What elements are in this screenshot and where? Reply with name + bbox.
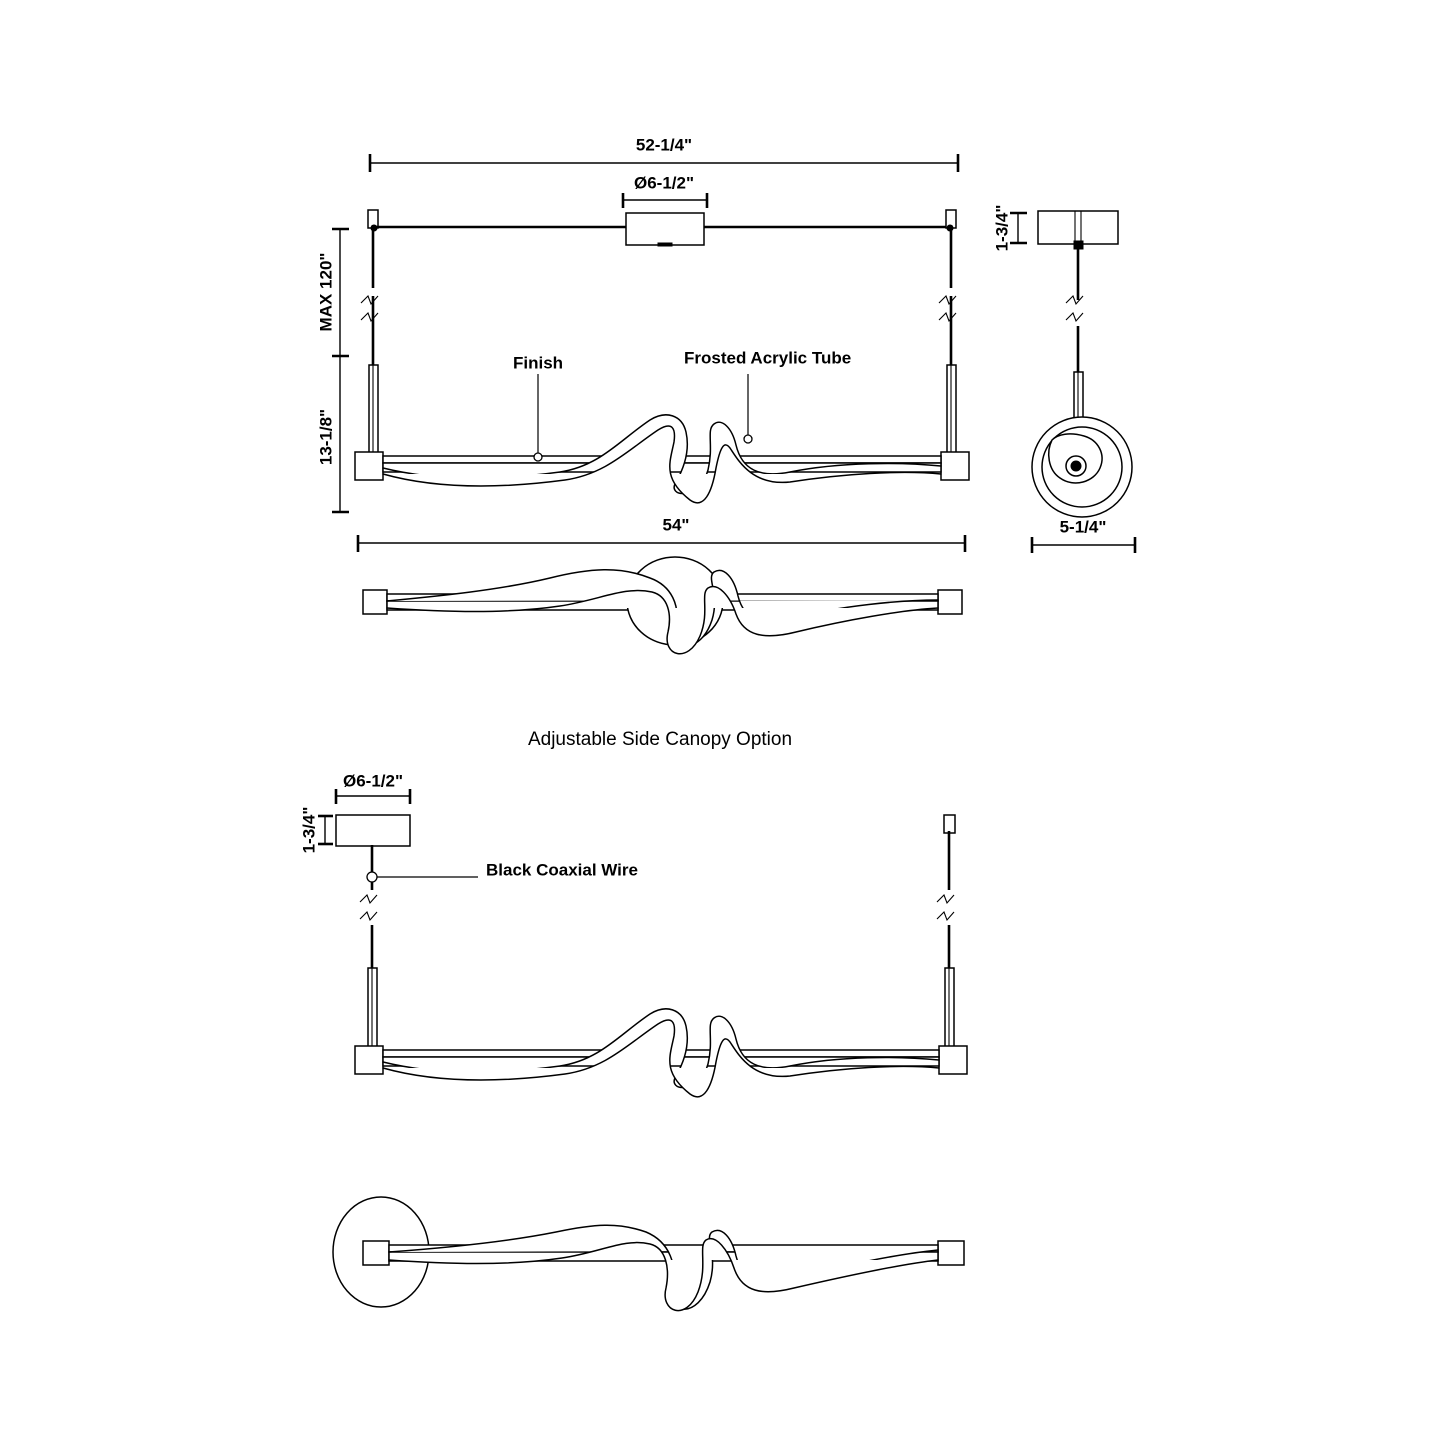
suspension-rod-left — [368, 364, 379, 456]
label-overall-span: 52-1/4" — [636, 135, 692, 154]
dimension-canopy-diameter — [621, 193, 709, 208]
break-symbol-right — [938, 295, 957, 323]
break-symbol-left — [360, 295, 379, 323]
dimension-overall-span — [368, 154, 960, 172]
label-fixture-depth: 5-1/4" — [1060, 517, 1107, 536]
label-fixture-length: 54" — [663, 515, 690, 534]
callout-finish — [533, 374, 543, 462]
label-lower-canopy-height: 1-3/4" — [299, 807, 318, 854]
side-tube-cross-section — [1031, 416, 1133, 518]
ceiling-mount-right — [945, 209, 957, 288]
dimension-fixture-length — [356, 535, 967, 552]
suspension-rod-right — [946, 364, 957, 456]
side-elevation-view — [1010, 210, 1137, 553]
side-canopy-plate — [1037, 210, 1119, 250]
break-symbol-lower-left — [359, 894, 378, 922]
side-canopy-box — [335, 814, 411, 847]
lower-ceiling-mount-right — [943, 814, 956, 890]
label-finish: Finish — [513, 353, 563, 372]
label-lower-canopy-diameter: Ø6-1/2" — [343, 771, 403, 790]
lower-suspension-rod-left — [367, 967, 378, 1051]
dimension-canopy-height-side — [1010, 211, 1027, 245]
dimension-side-canopy-diameter — [334, 789, 412, 804]
coaxial-wire-leader-dot — [366, 871, 378, 883]
label-fixture-drop: 13-1/8" — [316, 409, 335, 465]
frosted-acrylic-tube-front — [382, 414, 942, 504]
front-elevation-view — [332, 154, 970, 552]
dimension-fixture-depth — [1030, 537, 1137, 553]
label-frosted-acrylic-tube: Frosted Acrylic Tube — [684, 348, 851, 367]
front-plan-view — [362, 556, 963, 655]
label-canopy-diameter: Ø6-1/2" — [634, 173, 694, 192]
label-side-canopy-height: 1-3/4" — [992, 205, 1011, 252]
dimension-fixture-drop — [332, 356, 349, 514]
callout-frosted-acrylic-tube — [743, 374, 753, 444]
ceiling-mount-left — [367, 209, 379, 288]
title-adjustable-side-canopy: Adjustable Side Canopy Option — [528, 729, 792, 750]
frosted-acrylic-tube-lower — [382, 1008, 940, 1098]
break-symbol-lower-right — [936, 894, 955, 922]
lower-suspension-rod-right — [944, 967, 955, 1051]
label-max-drop: MAX 120" — [316, 253, 335, 332]
side-canopy-plan-view — [332, 1196, 965, 1312]
side-canopy-option-view — [318, 789, 968, 1098]
center-canopy — [625, 212, 705, 247]
break-symbol-side — [1065, 295, 1084, 323]
dimension-side-canopy-height — [318, 814, 333, 846]
label-black-coaxial-wire: Black Coaxial Wire — [486, 860, 638, 879]
